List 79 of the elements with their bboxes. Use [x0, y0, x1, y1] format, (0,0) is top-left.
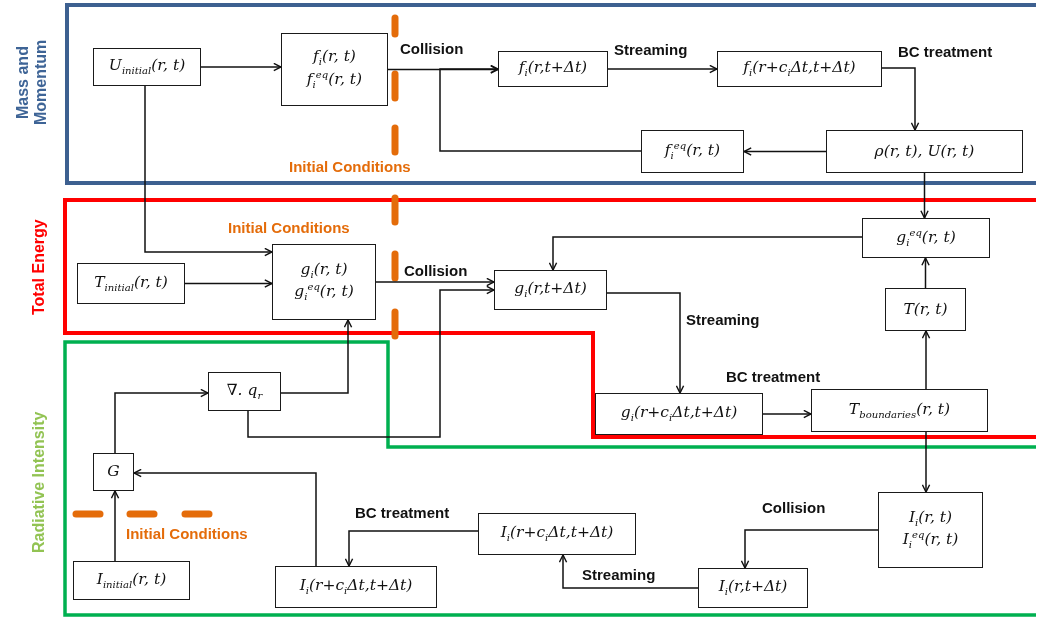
process-box: [878, 492, 983, 568]
section-title: Radiative Intensity: [30, 410, 48, 556]
process-box: [275, 566, 437, 608]
edge-label: Collision: [760, 499, 828, 516]
arrow: [280, 319, 353, 394]
process-box: [478, 513, 636, 555]
process-box: [498, 51, 608, 87]
formula: f$_{i}$$^{eq}$(r, t): [664, 140, 721, 163]
process-box: [77, 263, 185, 304]
arrow: [881, 67, 920, 131]
formula: U$_{initial}$(r, t): [108, 56, 186, 78]
edge-label: Collision: [402, 262, 470, 279]
arrow: [921, 330, 931, 390]
formula: f$_{i}$$^{eq}$(r, t): [306, 68, 363, 92]
arrow: [184, 279, 273, 288]
arrow: [200, 62, 282, 72]
arrow: [743, 147, 827, 156]
process-box: [811, 389, 988, 432]
formula: g$_{i}$$^{eq}$(r, t): [294, 281, 354, 305]
arrow: [762, 409, 812, 419]
formula: I$_{i}$$^{eq}$(r, t): [902, 529, 959, 553]
formula: f$_{i}$(r+c$_{i}$Δt,t+Δt): [743, 58, 856, 80]
arrow: [439, 64, 642, 152]
arrow: [920, 172, 929, 219]
formula: f$_{i}$(r,t+Δt): [518, 58, 588, 80]
arrow: [921, 431, 931, 493]
process-box: [862, 218, 990, 258]
process-box: [73, 561, 190, 600]
formula: ρ(r, t), U(r, t): [874, 141, 975, 162]
arrow: [110, 490, 120, 562]
arrow: [114, 388, 209, 454]
formula: I$_{i}$(r+c$_{i}$Δt,t+Δt): [500, 523, 614, 545]
formula: T$_{initial}$(r, t): [94, 272, 168, 295]
process-box: [641, 130, 744, 173]
process-box: [595, 393, 763, 435]
formula: g$_{i}$(r,t+Δt): [514, 279, 587, 301]
edge-label: Streaming: [580, 566, 658, 583]
note: Initial Conditions: [126, 525, 248, 542]
formula: T(r, t): [903, 299, 948, 320]
formula: I$_{i}$(r,t+Δt): [718, 577, 788, 599]
process-box: [885, 288, 966, 331]
section-title: Mass and Momentum: [14, 38, 51, 128]
note: Initial Conditions: [228, 219, 350, 236]
formula: I$_{i}$(r, t): [908, 507, 953, 530]
process-box: [494, 270, 607, 310]
section-title: Total Energy: [30, 218, 48, 318]
formula: g$_{i}$(r, t): [300, 259, 348, 282]
note: Initial Conditions: [289, 158, 411, 175]
process-box: [208, 372, 281, 411]
arrow: [344, 530, 479, 567]
formula: f$_{i}$(r, t): [313, 47, 356, 69]
arrow: [387, 65, 499, 74]
formula: I$_{i}$(r+c$_{i}$Δt,t+Δt): [299, 576, 413, 598]
process-box: [717, 51, 882, 87]
formula: g$_{i}$(r+c$_{i}$Δt,t+Δt): [620, 403, 738, 425]
formula: I$_{initial}$(r, t): [96, 569, 167, 592]
arrow: [144, 85, 273, 257]
arrow: [606, 292, 685, 394]
process-box: [698, 568, 808, 608]
process-box: [93, 453, 134, 491]
arrow: [133, 468, 317, 567]
arrow: [548, 236, 863, 271]
arrow: [607, 64, 718, 74]
arrow: [558, 554, 699, 589]
formula: g$_{i}$$^{eq}$(r, t): [896, 226, 956, 250]
process-box: [281, 33, 388, 106]
edge-label: Collision: [398, 40, 466, 57]
formula: ∇. q$_{r}$: [226, 380, 263, 403]
arrow: [247, 285, 495, 438]
process-box: [93, 48, 201, 86]
arrow: [740, 529, 879, 569]
edge-label: Streaming: [684, 311, 762, 328]
arrow: [921, 257, 930, 289]
edge-label: Streaming: [612, 41, 690, 58]
formula: T$_{boundaries}$(r, t): [848, 399, 951, 422]
arrow: [375, 277, 495, 287]
process-box: [826, 130, 1023, 173]
process-box: [272, 244, 376, 320]
formula: G: [107, 462, 120, 482]
